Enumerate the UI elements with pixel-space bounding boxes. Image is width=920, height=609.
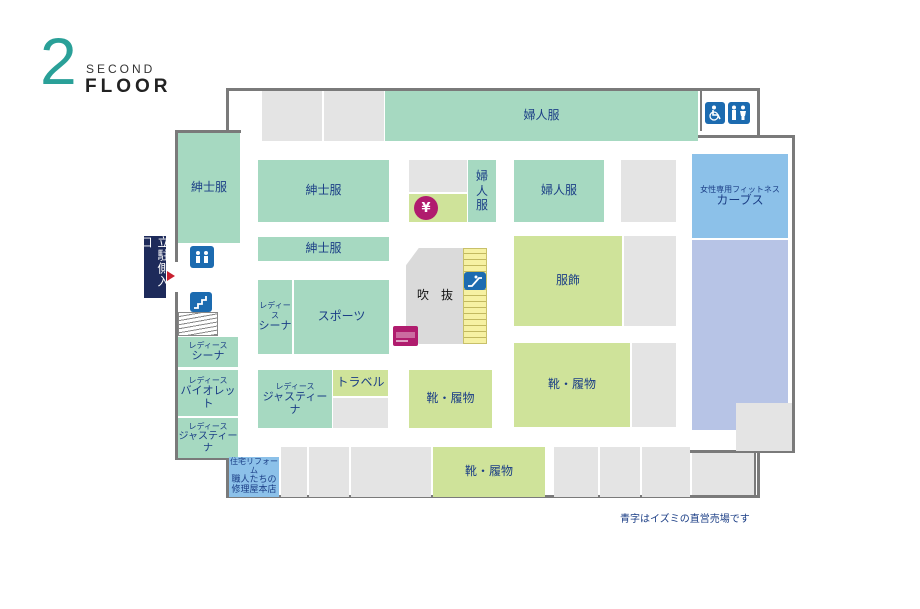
shop-travel[interactable]: トラベル	[333, 370, 388, 396]
vacant-travel-below	[333, 398, 388, 428]
shop-mens-strip-label: 紳士服	[305, 241, 342, 256]
shop-justina[interactable]: レディース ジャスティーナ	[258, 370, 332, 428]
shop-mens-center-label: 紳士服	[305, 183, 342, 198]
shop-reform-line3: 修理屋本店	[231, 484, 277, 495]
shop-womens-vertical[interactable]: 婦 人 服	[468, 160, 496, 222]
shop-accessories[interactable]: 服飾	[514, 236, 622, 326]
point-card-icon	[393, 326, 418, 346]
restroom-area	[700, 91, 756, 131]
shop-womens-mid-label: 婦人服	[540, 183, 577, 198]
shop-violet-name: バイオレット	[180, 383, 236, 410]
shop-fitness[interactable]: 女性専用フィットネス カーブス	[692, 154, 788, 238]
shop-shoes-right-label: 靴・履物	[547, 377, 596, 392]
vacant-bottom-3	[351, 447, 431, 497]
shop-sports[interactable]: スポーツ	[294, 280, 389, 354]
stairs-area	[178, 312, 218, 336]
shop-mens-strip[interactable]: 紳士服	[258, 237, 389, 261]
shop-accessories-label: 服飾	[555, 273, 580, 288]
restroom-icon	[728, 102, 750, 124]
vacant-bottom-6	[642, 447, 690, 497]
elevator-icon	[190, 246, 214, 268]
atrium-label: 吹 抜	[416, 288, 453, 303]
escalator[interactable]	[463, 248, 487, 344]
shop-seena-2[interactable]: レディース シーナ	[178, 337, 238, 367]
shop-mens-left[interactable]: 紳士服	[178, 133, 240, 243]
shop-mens-left-label: 紳士服	[190, 180, 227, 195]
floor-main-label: FLOOR	[85, 76, 172, 97]
outline-gap-entrance	[172, 262, 182, 292]
shop-seena-small: レディース	[259, 301, 291, 320]
vacant-east-bottom	[692, 453, 756, 495]
vacant-center-top	[409, 160, 467, 192]
entrance-parking-label: 立駐側入口	[139, 236, 170, 288]
shop-shoes-center-label: 靴・履物	[426, 391, 475, 406]
shop-justina-2-name: ジャスティーナ	[178, 431, 238, 454]
escalator-icon	[464, 272, 486, 290]
shop-seena-2-small: レディース	[188, 341, 228, 351]
vacant-right-top	[621, 160, 676, 222]
atm-yen-icon: ¥	[414, 196, 438, 220]
shop-shoes-bottom-label: 靴・履物	[464, 464, 513, 479]
shop-fitness-small: 女性専用フィットネス	[700, 184, 780, 194]
vacant-east-corner	[736, 403, 792, 451]
shop-seena[interactable]: レディース シーナ	[258, 280, 292, 354]
shop-travel-label: トラベル	[336, 375, 385, 390]
shop-justina-2-small: レディース	[188, 421, 228, 431]
vacant-bottom-2	[309, 447, 349, 497]
stairs-icon	[190, 292, 212, 312]
entrance-parking: 立駐側入口	[139, 236, 170, 298]
shop-seena-2-name: シーナ	[191, 349, 225, 363]
shop-sports-label: スポーツ	[317, 309, 366, 324]
shop-shoes-center[interactable]: 靴・履物	[409, 370, 492, 428]
wheelchair-icon	[705, 102, 725, 124]
legend-note: 青字はイズミの直営売場です	[620, 514, 750, 525]
shop-violet[interactable]: レディース バイオレット	[178, 370, 238, 416]
shop-justina-name: ジャスティーナ	[262, 389, 328, 416]
shop-mens-center[interactable]: 紳士服	[258, 160, 389, 222]
vacant-bottom-1	[281, 447, 307, 497]
shop-reform-line2: 職人たちの	[231, 474, 277, 485]
shop-justina-2[interactable]: レディース ジャスティーナ	[178, 418, 238, 458]
shop-womens-mid[interactable]: 婦人服	[514, 160, 604, 222]
shop-shoes-bottom[interactable]: 靴・履物	[433, 447, 545, 497]
vacant-bottom-4	[554, 447, 598, 497]
floor-sub-label: SECOND	[86, 62, 156, 76]
shop-womens-vertical-label: 婦 人 服	[475, 169, 488, 213]
vacant-bottom-5	[600, 447, 640, 497]
vacant-top-1	[262, 91, 322, 141]
vacant-right-mid	[624, 236, 676, 326]
shop-shoes-right[interactable]: 靴・履物	[514, 343, 630, 427]
shop-womens-top[interactable]: 婦人服	[385, 91, 698, 141]
vacant-right-low	[632, 343, 676, 427]
shop-reform-line1: 住宅リフォーム	[230, 457, 278, 476]
vacant-top-2	[324, 91, 384, 141]
floor-number: 2	[40, 24, 77, 98]
outline-patch-east	[680, 138, 692, 450]
shop-seena-name: シーナ	[258, 318, 292, 332]
lavender-area	[692, 240, 788, 430]
shop-reform[interactable]: 住宅リフォーム 職人たちの 修理屋本店	[229, 457, 279, 497]
shop-womens-top-label: 婦人服	[523, 108, 560, 123]
shop-violet-small: レディース	[188, 375, 228, 385]
shop-justina-small: レディース	[275, 381, 315, 391]
shop-fitness-name: カーブス	[716, 192, 764, 207]
entrance-arrow-icon	[167, 271, 175, 281]
